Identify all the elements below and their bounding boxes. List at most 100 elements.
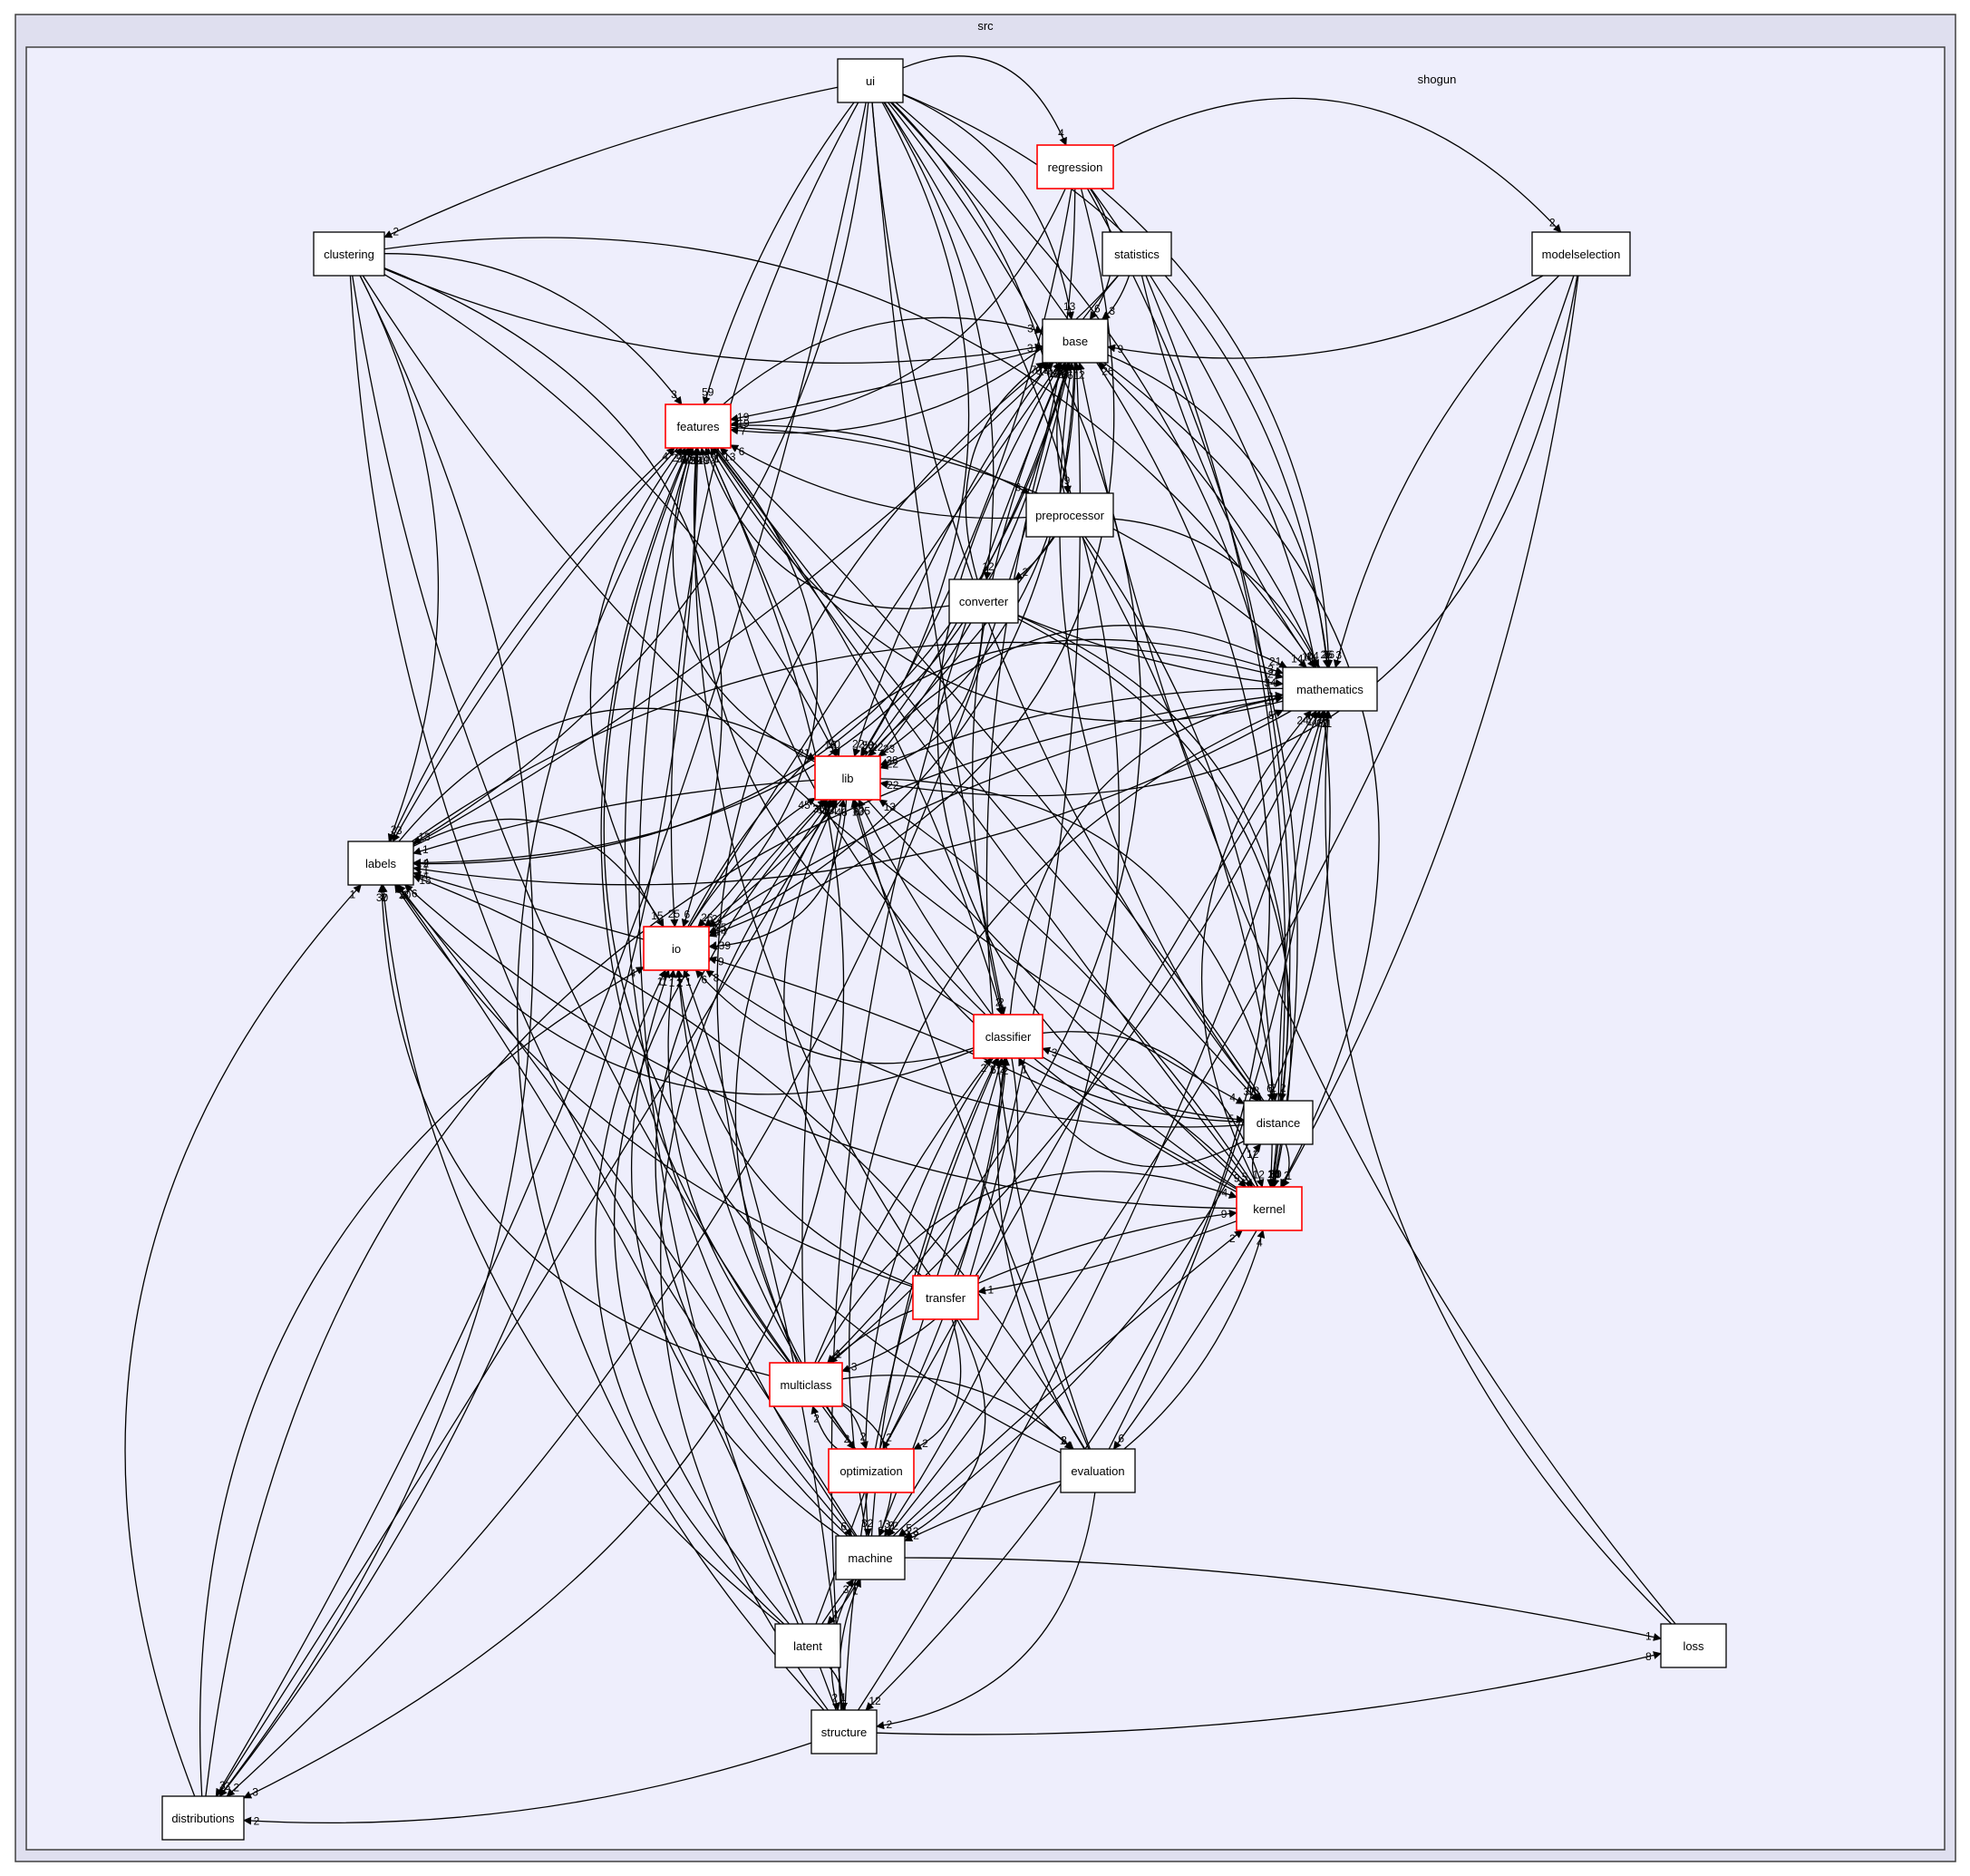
node-box-modelselection[interactable] bbox=[1531, 231, 1631, 277]
node-box-mathematics[interactable] bbox=[1282, 666, 1378, 712]
edge-label-classifier-to-mathematics: 27 bbox=[1265, 694, 1277, 706]
node-box-transfer[interactable] bbox=[912, 1275, 979, 1320]
edge-ui-to-mathematics bbox=[902, 93, 1331, 668]
edge-distributions-to-mathematics bbox=[205, 691, 1284, 1797]
node-box-labels[interactable] bbox=[347, 841, 414, 886]
node-box-latent[interactable] bbox=[774, 1623, 841, 1668]
edge-labels: 4213599123501325218504912326192623414205… bbox=[219, 127, 1652, 1827]
edge-ui-to-base bbox=[902, 93, 1074, 320]
edge-kernel-to-lib bbox=[878, 799, 1256, 1188]
edge-transfer-to-features bbox=[692, 447, 931, 1277]
node-lib[interactable]: lib bbox=[814, 755, 881, 801]
node-label-modelselection: modelselection bbox=[1542, 248, 1621, 261]
node-box-statistics[interactable] bbox=[1101, 231, 1172, 277]
node-regression[interactable]: regression bbox=[1036, 144, 1114, 190]
node-preprocessor[interactable]: preprocessor bbox=[1025, 492, 1114, 538]
node-box-ui[interactable] bbox=[837, 58, 904, 103]
node-evaluation[interactable]: evaluation bbox=[1060, 1448, 1136, 1493]
node-modelselection[interactable]: modelselection bbox=[1531, 231, 1631, 277]
edge-label-distance-to-base: 6 bbox=[1067, 369, 1073, 382]
node-box-structure[interactable] bbox=[810, 1709, 878, 1754]
node-distributions[interactable]: distributions bbox=[161, 1795, 245, 1841]
node-statistics[interactable]: statistics bbox=[1101, 231, 1172, 277]
node-optimization[interactable]: optimization bbox=[828, 1448, 915, 1493]
node-mathematics[interactable]: mathematics bbox=[1282, 666, 1378, 712]
node-box-distributions[interactable] bbox=[161, 1795, 245, 1841]
edge-label-ui-to-regression: 4 bbox=[1058, 127, 1064, 140]
edge-distance-to-io bbox=[705, 969, 1245, 1128]
edge-label-ui-to-distance: 18 bbox=[1247, 1084, 1260, 1097]
edge-optimization-to-multiclass bbox=[810, 1405, 839, 1450]
edge-label-clustering-to-features: 3 bbox=[671, 388, 677, 401]
node-labels[interactable]: labels bbox=[347, 841, 414, 886]
edge-label-lib-to-mathematics: 21 bbox=[1269, 656, 1282, 668]
edge-classifier-to-optimization bbox=[882, 1057, 1006, 1450]
node-box-loss[interactable] bbox=[1660, 1623, 1727, 1668]
edge-labels-to-features bbox=[390, 447, 675, 842]
edge-multiclass-to-classifier bbox=[814, 1057, 992, 1364]
edge-label-clustering-to-base: 3 bbox=[1027, 342, 1034, 355]
node-ui[interactable]: ui bbox=[837, 58, 904, 103]
node-box-io[interactable] bbox=[643, 926, 710, 971]
edge-label-mathematics-to-base: 26 bbox=[1101, 365, 1114, 378]
node-box-features[interactable] bbox=[665, 403, 732, 449]
node-box-classifier[interactable] bbox=[973, 1014, 1043, 1059]
edge-classifier-to-mathematics bbox=[1009, 695, 1284, 1016]
node-kernel[interactable]: kernel bbox=[1236, 1186, 1303, 1231]
node-box-preprocessor[interactable] bbox=[1025, 492, 1114, 538]
edge-transfer-to-machine bbox=[904, 1318, 986, 1539]
edge-label-clustering-to-labels: 3 bbox=[391, 823, 397, 836]
node-classifier[interactable]: classifier bbox=[973, 1014, 1043, 1059]
edge-label-structure-to-lib: 19 bbox=[818, 803, 830, 816]
node-box-distance[interactable] bbox=[1243, 1100, 1314, 1145]
edge-classifier-to-distance bbox=[1042, 1056, 1245, 1123]
edge-regression-to-machine bbox=[898, 188, 1331, 1537]
node-base[interactable]: base bbox=[1042, 318, 1109, 364]
node-clustering[interactable]: clustering bbox=[313, 231, 385, 277]
node-box-converter[interactable] bbox=[948, 578, 1019, 624]
edge-multiclass-to-io bbox=[667, 969, 788, 1364]
node-box-lib[interactable] bbox=[814, 755, 881, 801]
edge-label-machine-to-base: 1 bbox=[1074, 369, 1081, 382]
node-label-preprocessor: preprocessor bbox=[1035, 509, 1105, 522]
node-box-multiclass[interactable] bbox=[769, 1362, 843, 1407]
node-machine[interactable]: machine bbox=[835, 1535, 906, 1580]
node-box-machine[interactable] bbox=[835, 1535, 906, 1580]
edge-label-classifier-to-optimization: 2 bbox=[886, 1432, 892, 1444]
edge-label-labels-to-io: 15 bbox=[651, 909, 664, 922]
node-box-evaluation[interactable] bbox=[1060, 1448, 1136, 1493]
edge-label-ui-to-labels: 13 bbox=[418, 831, 431, 843]
node-box-regression[interactable] bbox=[1036, 144, 1114, 190]
node-converter[interactable]: converter bbox=[948, 578, 1019, 624]
edge-label-features-to-distributions: 3 bbox=[252, 1786, 258, 1799]
edge-optimization-to-mathematics bbox=[882, 710, 1317, 1450]
node-box-kernel[interactable] bbox=[1236, 1186, 1303, 1231]
edge-machine-to-kernel bbox=[892, 1230, 1243, 1537]
edge-label-converter-to-io: 2 bbox=[712, 913, 718, 926]
edge-labels-to-lib bbox=[398, 707, 816, 842]
edge-label-multiclass-to-kernel: 4 bbox=[1221, 1187, 1228, 1200]
node-structure[interactable]: structure bbox=[810, 1709, 878, 1754]
node-label-machine: machine bbox=[848, 1551, 892, 1565]
edge-label-evaluation-to-base: 6 bbox=[1062, 368, 1068, 381]
edge-modelselection-to-base bbox=[1107, 275, 1544, 359]
node-box-clustering[interactable] bbox=[313, 231, 385, 277]
node-io[interactable]: io bbox=[643, 926, 710, 971]
edge-label-kernel-to-transfer: 1 bbox=[987, 1283, 994, 1296]
edge-label-loss-to-mathematics: 1 bbox=[1325, 717, 1331, 730]
edge-kernel-to-labels bbox=[404, 884, 1237, 1210]
node-distance[interactable]: distance bbox=[1243, 1100, 1314, 1145]
node-box-base[interactable] bbox=[1042, 318, 1109, 364]
node-transfer[interactable]: transfer bbox=[912, 1275, 979, 1320]
edge-multiclass-to-lib bbox=[801, 799, 847, 1364]
node-features[interactable]: features bbox=[665, 403, 732, 449]
edge-label-statistics-to-mathematics: 4 bbox=[1305, 651, 1311, 664]
edge-label-structure-to-machine: 1 bbox=[852, 1585, 859, 1598]
node-loss[interactable]: loss bbox=[1660, 1623, 1727, 1668]
edge-label-optimization-to-lib: 8 bbox=[824, 804, 830, 817]
node-latent[interactable]: latent bbox=[774, 1623, 841, 1668]
edge-label-latent-to-structure: 1 bbox=[840, 1691, 847, 1704]
node-multiclass[interactable]: multiclass bbox=[769, 1362, 843, 1407]
edge-structure-to-features bbox=[517, 447, 825, 1711]
node-box-optimization[interactable] bbox=[828, 1448, 915, 1493]
